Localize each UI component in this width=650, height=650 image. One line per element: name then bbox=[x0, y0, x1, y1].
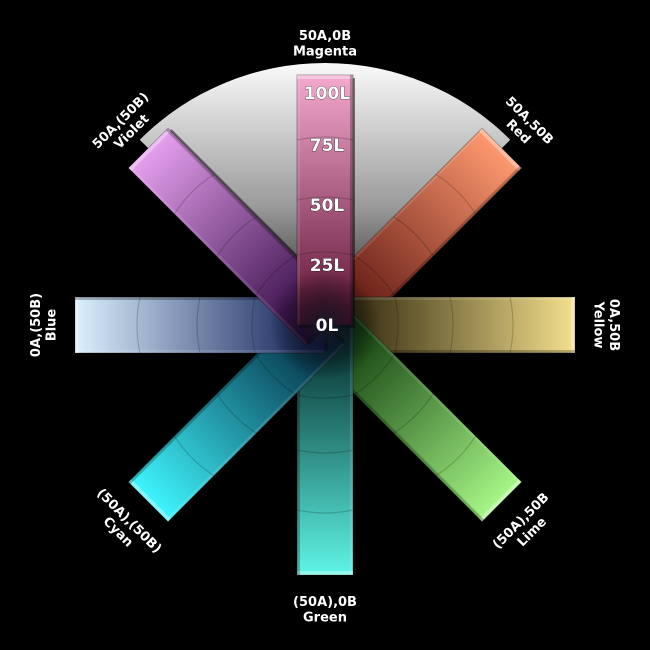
spoke-blue bbox=[74, 295, 328, 354]
label-green-coord: (50A),0B bbox=[293, 595, 357, 610]
lightness-label-50: 50L bbox=[310, 196, 345, 216]
label-yellow: 0A,50BYellow bbox=[590, 299, 621, 351]
label-yellow-name: Yellow bbox=[590, 301, 605, 349]
lightness-label-0: 0L bbox=[316, 316, 339, 336]
label-blue: 0A,(50B)Blue bbox=[29, 293, 60, 357]
center-hub bbox=[270, 270, 380, 380]
lightness-label-25: 25L bbox=[310, 256, 345, 276]
label-yellow-coord: 0A,50B bbox=[606, 299, 621, 351]
lightness-label-75: 75L bbox=[310, 136, 345, 156]
label-magenta-name: Magenta bbox=[293, 45, 357, 60]
label-blue-name: Blue bbox=[45, 309, 60, 342]
label-magenta-coord: 50A,0B bbox=[299, 29, 351, 44]
spoke-yellow bbox=[322, 296, 576, 355]
lightness-label-100: 100L bbox=[304, 84, 350, 104]
label-green-name: Green bbox=[303, 611, 347, 626]
label-blue-coord: 0A,(50B) bbox=[29, 293, 44, 357]
